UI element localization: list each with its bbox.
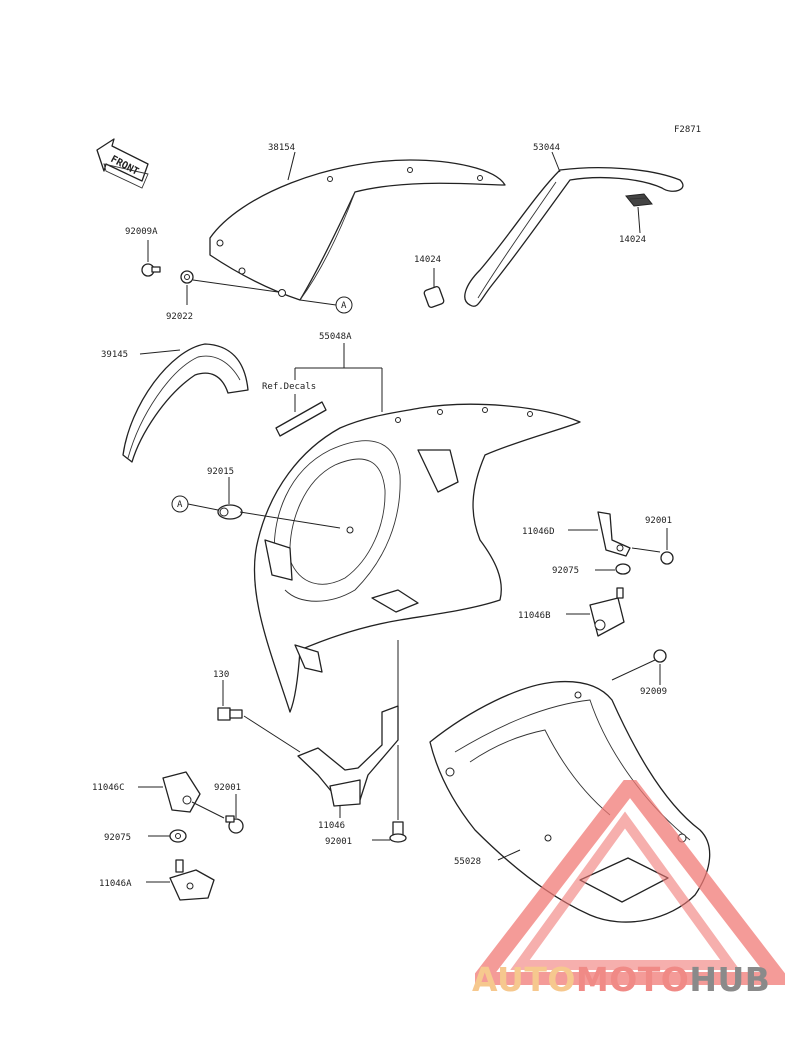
part-label-55048A: 55048A (319, 332, 352, 342)
part-label-92001-right: 92001 (645, 516, 672, 526)
part-label-92022: 92022 (166, 312, 193, 322)
trim-39145 (122, 343, 249, 463)
watermark-word-moto: MOTO (575, 960, 690, 999)
part-label-38154: 38154 (268, 143, 295, 153)
upper-cowl-55048A (253, 403, 581, 713)
figure-code: F2871 (674, 125, 701, 135)
part-label-92001-left: 92001 (214, 783, 241, 793)
bracket-11046C (162, 771, 201, 813)
watermark-word-hub: HUB (689, 960, 771, 999)
washer-92022 (180, 270, 194, 284)
bolt-92001-left (225, 815, 244, 834)
watermark-logo: AUTOMOTOHUB (472, 960, 770, 999)
trim-strip-53044 (464, 167, 684, 307)
bolt-92001-right (631, 547, 674, 565)
part-label-11046C: 11046C (92, 783, 125, 793)
part-label-55028: 55028 (454, 857, 481, 867)
part-label-92075-right: 92075 (552, 566, 579, 576)
part-label-130: 130 (213, 670, 229, 680)
ref-circle-a-left (171, 495, 189, 513)
ref-circle-a-top (335, 296, 353, 314)
bracket-11046D (597, 511, 631, 557)
part-label-11046: 11046 (318, 821, 345, 831)
clip-14024-right (625, 193, 653, 207)
part-label-11046A: 11046A (99, 879, 132, 889)
bolt-130 (217, 707, 243, 721)
part-label-11046D: 11046D (522, 527, 555, 537)
watermark-triangle-icon (475, 780, 785, 985)
front-arrow-icon: FRONT (96, 138, 149, 189)
nut-92075-left (169, 829, 187, 843)
part-label-92009A: 92009A (125, 227, 158, 237)
bracket-11046 (297, 705, 399, 807)
lower-cowl-55028 (429, 680, 711, 923)
part-label-39145: 39145 (101, 350, 128, 360)
ref-circle-a-top-label: A (341, 301, 347, 311)
screw-92009A (141, 263, 161, 277)
part-label-92009: 92009 (640, 687, 667, 697)
decal-strip (275, 401, 327, 437)
part-label-14024-right: 14024 (619, 235, 646, 245)
screw-92009 (653, 649, 667, 663)
nut-92075-right (615, 563, 631, 575)
windshield-38154 (209, 159, 506, 301)
watermark-word-auto: AUTO (472, 960, 576, 999)
grommet-92015 (217, 504, 243, 520)
part-label-14024-left: 14024 (414, 255, 441, 265)
part-label-92015: 92015 (207, 467, 234, 477)
grommet-14024-left (423, 286, 445, 308)
ref-circle-a-left-label: A (177, 500, 183, 510)
part-label-11046B: 11046B (518, 611, 551, 621)
bracket-11046B (589, 587, 625, 637)
ref-decals-label: Ref.Decals (262, 382, 316, 392)
bolt-92001-bottom (389, 821, 407, 843)
part-label-92001-bottom: 92001 (325, 837, 352, 847)
part-label-53044: 53044 (533, 143, 560, 153)
bracket-11046A (169, 859, 215, 901)
part-label-92075-left: 92075 (104, 833, 131, 843)
